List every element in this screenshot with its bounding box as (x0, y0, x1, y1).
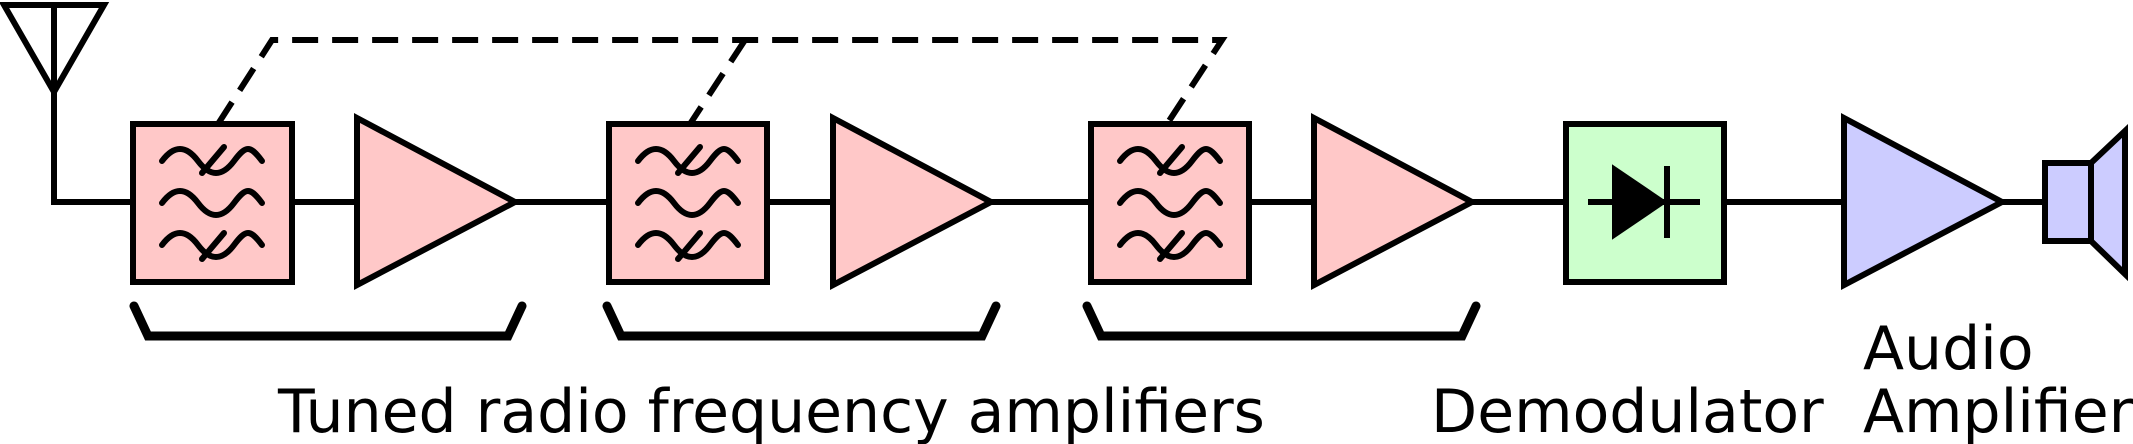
rf-stage-2 (606, 113, 998, 290)
rf-amplifier-triangle (1311, 113, 1479, 290)
rf-amplifier-triangle (354, 113, 522, 290)
audio-amplifier-label-line1: Audio (1863, 314, 2034, 384)
demodulator-block (1563, 121, 1727, 285)
audio-amplifier-triangle (1841, 113, 2009, 290)
stage-bracket (129, 301, 1481, 341)
bandpass-filter-icon (130, 121, 295, 285)
audio-amplifier-label-line2: Amplifier (1863, 377, 2133, 444)
demodulator-label: Demodulator (1431, 377, 1824, 444)
rf-stage-3 (1088, 113, 1479, 290)
antenna-icon (0, 2, 133, 205)
diode-icon (1588, 164, 1700, 240)
rf-stage-1 (130, 113, 522, 290)
trf-label: Tuned radio frequency amplifiers (277, 377, 1265, 444)
ganged-tuning-link (215, 37, 1228, 126)
speaker-icon (2042, 124, 2128, 282)
bandpass-filter-icon (606, 121, 770, 285)
bandpass-filter-icon (1088, 121, 1252, 285)
rf-amplifier-triangle (830, 113, 998, 290)
